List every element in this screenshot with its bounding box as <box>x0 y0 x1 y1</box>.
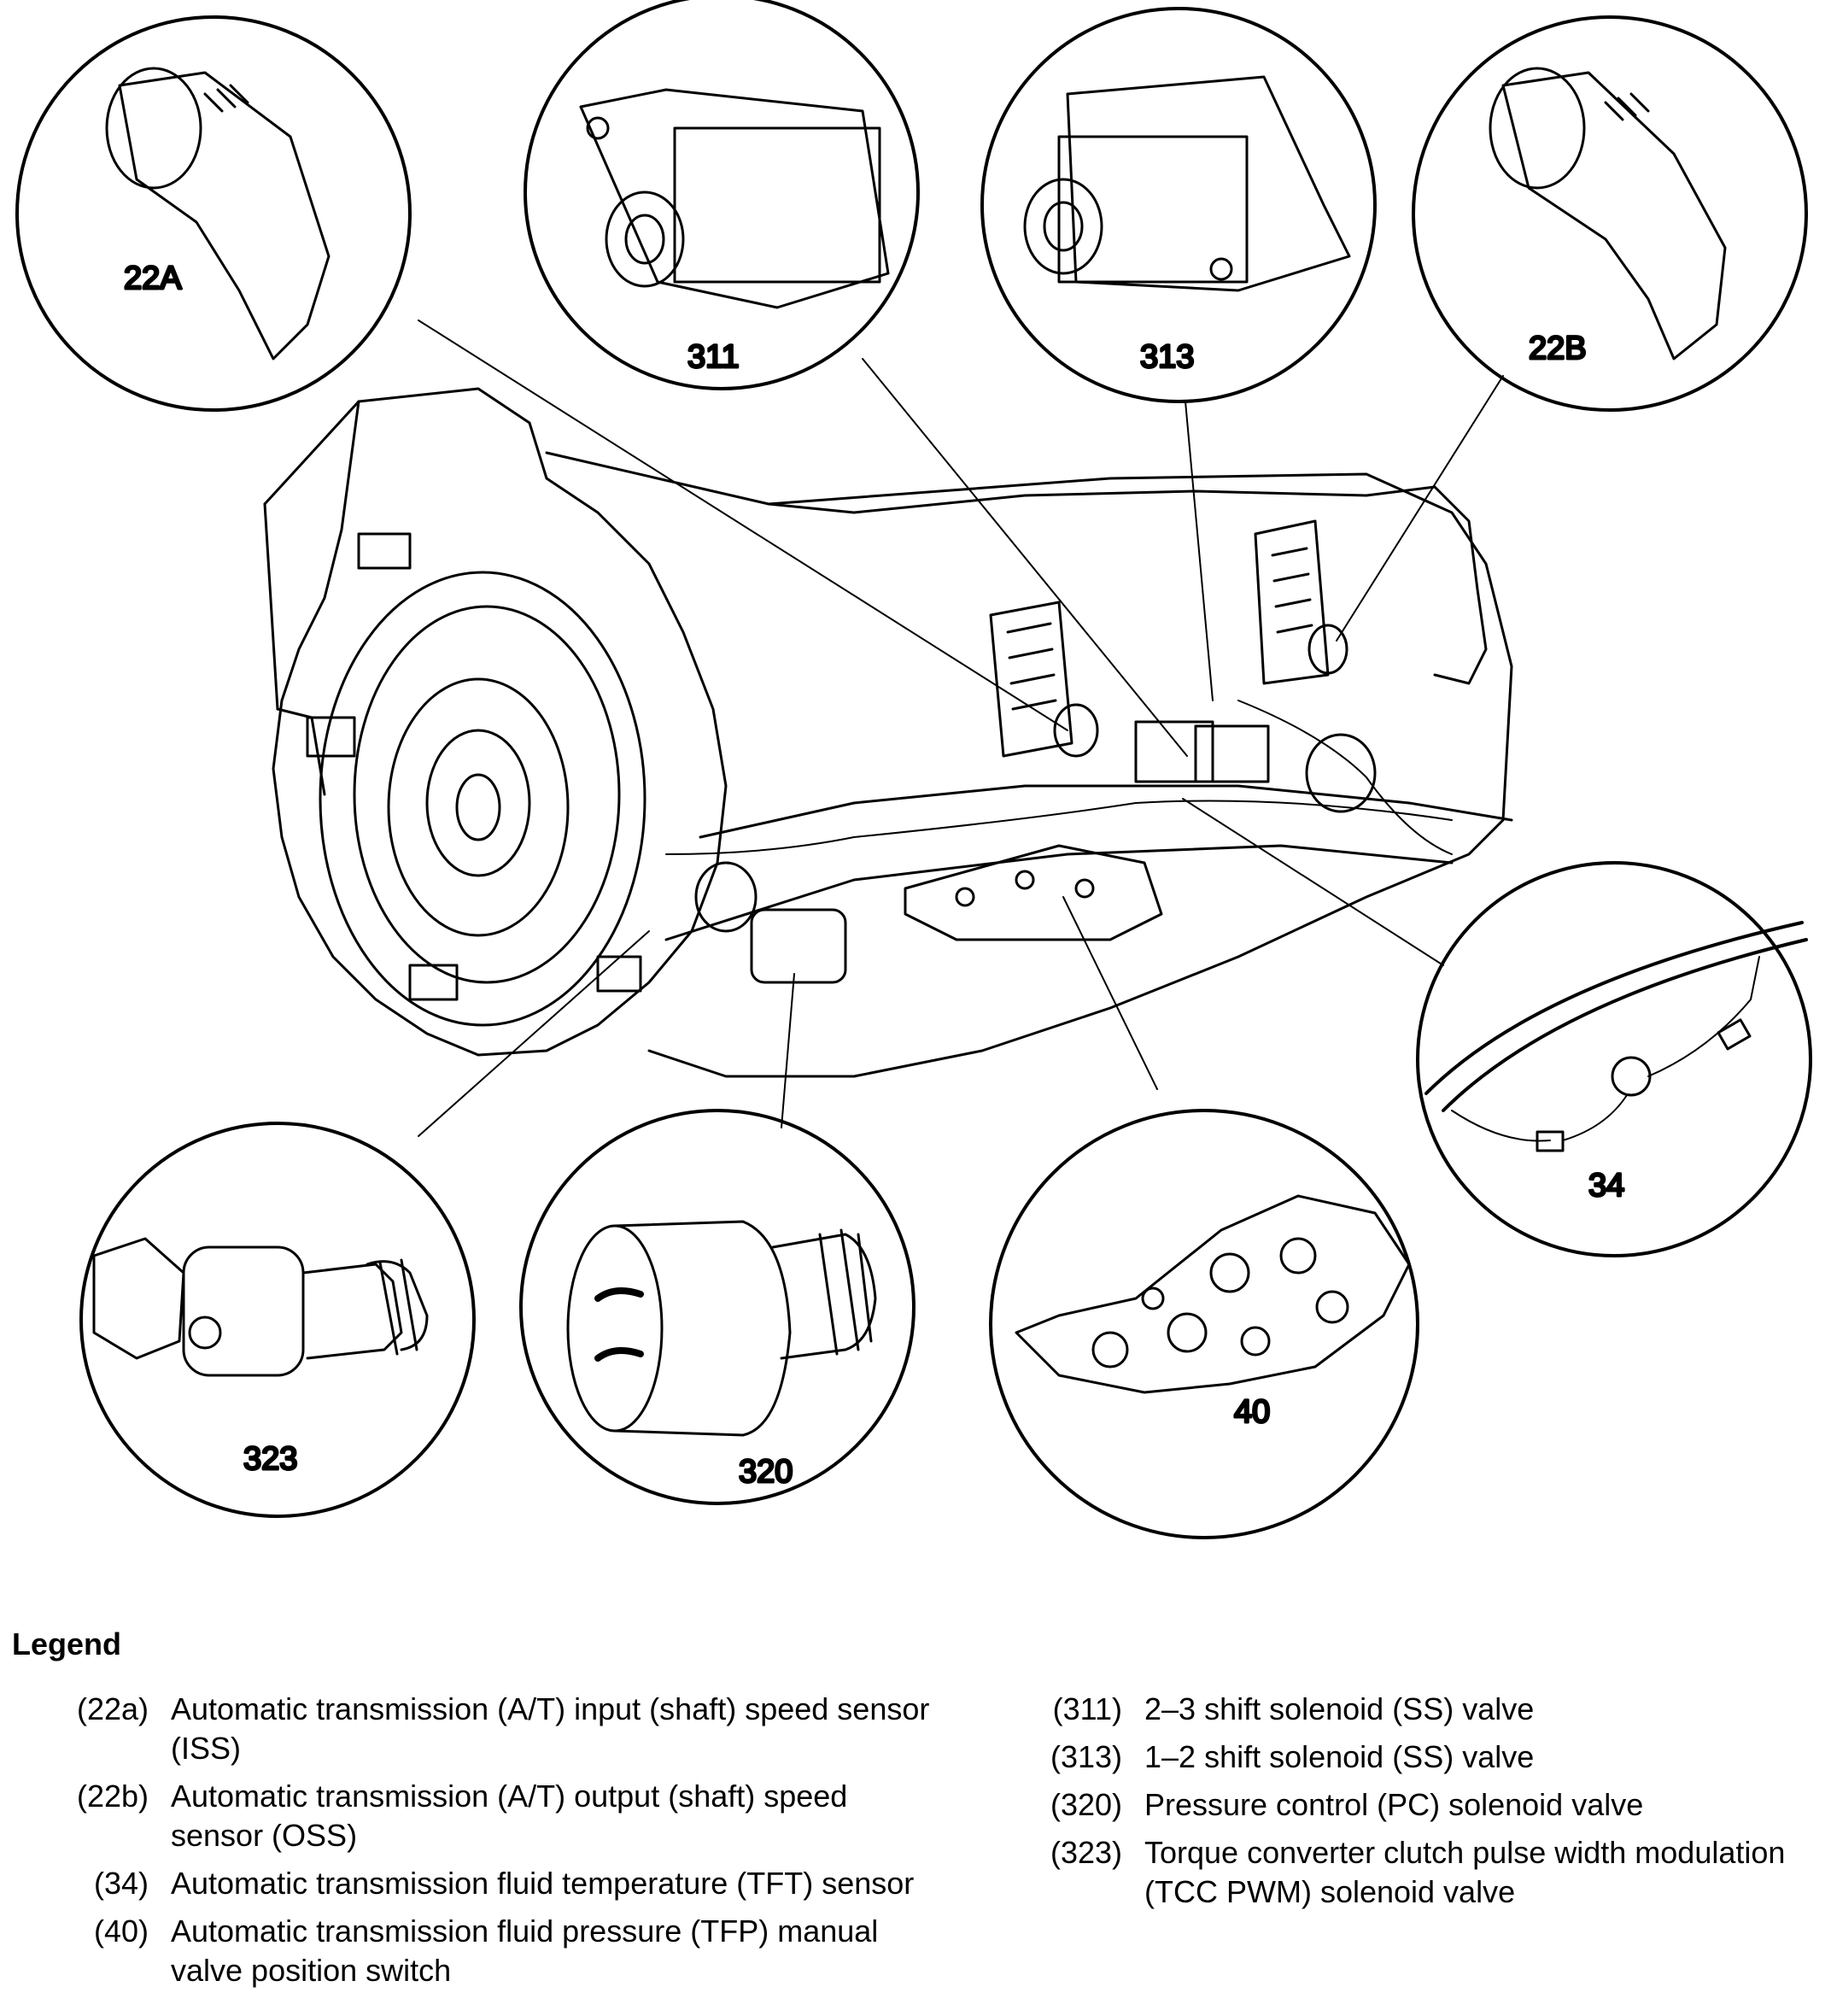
legend-title: Legend <box>12 1626 122 1661</box>
bell-housing-flange <box>272 387 728 1057</box>
legend-item-313: (313) 1–2 shift solenoid (SS) valve <box>1025 1738 1793 1777</box>
callout-40: 40 <box>989 1109 1419 1539</box>
legend-description: Automatic transmission (A/T) input (shaf… <box>171 1691 930 1766</box>
legend-code: (320) <box>1050 1787 1122 1822</box>
legend-code: (313) <box>1050 1739 1122 1774</box>
callout-label-40: 40 <box>1234 1394 1270 1430</box>
callout-311: 311 <box>524 0 920 390</box>
callout-22a: 22A <box>15 15 412 412</box>
transmission-case <box>545 451 1513 1078</box>
legend-left-column: (22a) Automatic transmission (A/T) input… <box>51 1690 939 1999</box>
callout-label-22b: 22B <box>1529 331 1587 366</box>
legend-description: Automatic transmission (A/T) output (sha… <box>171 1779 848 1853</box>
legend-code: (22b) <box>76 1779 149 1814</box>
legend-item-34: (34) Automatic transmission fluid temper… <box>51 1864 939 1903</box>
callout-label-323: 323 <box>243 1441 297 1477</box>
callout-320: 320 <box>519 1109 916 1505</box>
tail-housing <box>1365 485 1488 685</box>
legend-code: (323) <box>1050 1835 1122 1870</box>
manual-valve-switch-plate <box>1015 1194 1411 1394</box>
legend-item-323: (323) Torque converter clutch pulse widt… <box>1025 1833 1793 1912</box>
callout-label-313: 313 <box>1140 339 1194 375</box>
legend-description: Pressure control (PC) solenoid valve <box>1144 1787 1644 1822</box>
legend-code: (22a) <box>76 1691 149 1726</box>
legend-item-22b: (22b) Automatic transmission (A/T) outpu… <box>51 1777 939 1855</box>
legend-item-311: (311) 2–3 shift solenoid (SS) valve <box>1025 1690 1793 1729</box>
callout-label-320: 320 <box>739 1454 793 1490</box>
legend-item-320: (320) Pressure control (PC) solenoid val… <box>1025 1785 1793 1825</box>
callout-22b: 22B <box>1412 15 1808 412</box>
legend-code: (34) <box>93 1866 149 1901</box>
callout-34: 34 <box>1416 861 1812 1257</box>
callout-label-34: 34 <box>1588 1168 1624 1204</box>
leader-lines <box>418 319 1504 1137</box>
callout-label-22a: 22A <box>124 261 182 296</box>
legend-item-22a: (22a) Automatic transmission (A/T) input… <box>51 1690 939 1768</box>
callout-label-311: 311 <box>687 339 740 375</box>
legend-description: 1–2 shift solenoid (SS) valve <box>1144 1739 1535 1774</box>
transmission-diagram: 22A 311 313 22B 34 <box>15 0 1812 1539</box>
legend-code: (40) <box>93 1913 149 1949</box>
legend-description: 2–3 shift solenoid (SS) valve <box>1144 1691 1535 1726</box>
torque-converter <box>353 605 621 984</box>
legend-right-column: (311) 2–3 shift solenoid (SS) valve (313… <box>1025 1690 1793 1920</box>
callout-323: 323 <box>79 1122 476 1518</box>
legend-description: Automatic transmission fluid temperature… <box>171 1866 915 1901</box>
legend-code: (311) <box>1052 1691 1122 1726</box>
legend-description: Torque converter clutch pulse width modu… <box>1144 1835 1786 1909</box>
legend-description: Automatic transmission fluid pressure (T… <box>171 1913 879 1988</box>
callout-313: 313 <box>980 7 1377 403</box>
legend-item-40: (40) Automatic transmission fluid pressu… <box>51 1912 939 1990</box>
transmission-assembly <box>263 387 1513 1078</box>
